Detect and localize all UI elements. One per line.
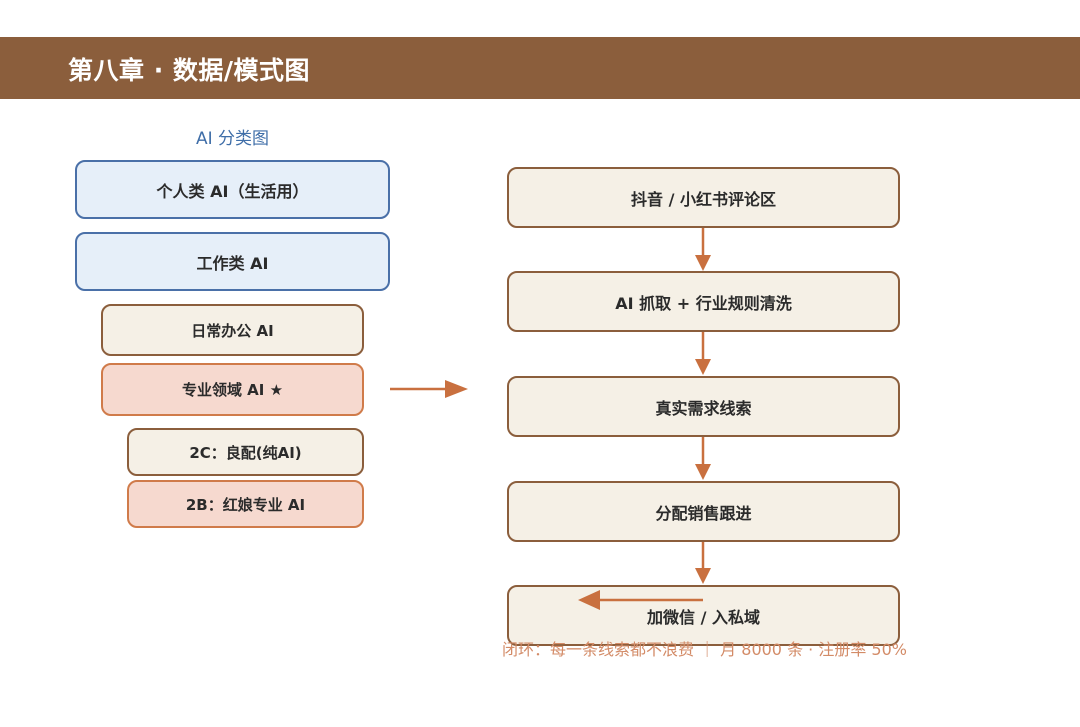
flow-arrow-1 (695, 228, 711, 271)
flow-step-sales: 分配销售跟进 (507, 481, 900, 542)
work-ai-box: 工作类 AI (75, 232, 390, 291)
flow-arrow-4 (695, 542, 711, 584)
flow-step-source: 抖音 / 小红书评论区 (507, 167, 900, 228)
flow-step-private-domain: 加微信 / 入私域 (507, 585, 900, 646)
2b-ai-box: 2B：红娘专业 AI (127, 480, 364, 528)
flow-step-leads: 真实需求线索 (507, 376, 900, 437)
header-bar: 第八章 · 数据/模式图 (0, 37, 1080, 99)
flow-arrow-3 (695, 437, 711, 480)
flow-step-ai-cleaning: AI 抓取 + 行业规则清洗 (507, 271, 900, 332)
personal-ai-box: 个人类 AI（生活用） (75, 160, 390, 219)
page-title: 第八章 · 数据/模式图 (68, 56, 311, 85)
flow-arrow-2 (695, 332, 711, 375)
link-arrow (390, 380, 468, 398)
2c-ai-box: 2C：良配(纯AI) (127, 428, 364, 476)
feedback-arrow (578, 590, 703, 610)
classification-title: AI 分类图 (195, 129, 270, 149)
daily-office-ai-box: 日常办公 AI (101, 304, 364, 356)
specialized-ai-box: 专业领域 AI ★ (101, 363, 364, 416)
closed-loop-note: 闭环：每一条线索都不浪费 ｜ 月 8000 条 · 注册率 50% (502, 640, 907, 659)
